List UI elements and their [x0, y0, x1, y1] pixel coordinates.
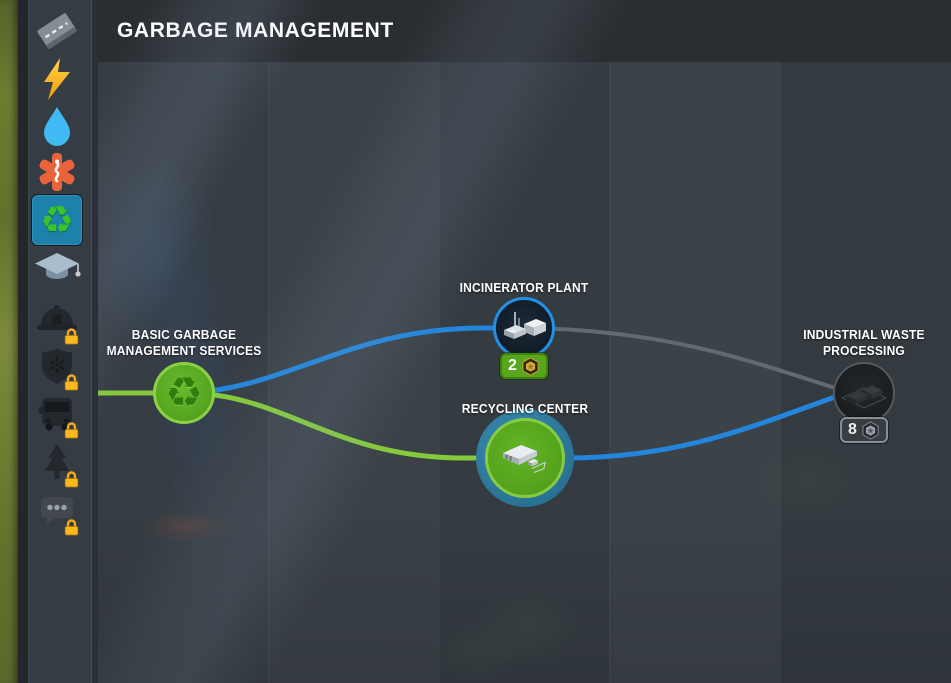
lock-icon: [64, 471, 79, 488]
sidebar-item-education[interactable]: [33, 244, 81, 292]
label-incinerator-plant: INCINERATOR PLANT: [459, 281, 589, 295]
road-icon: [37, 13, 77, 49]
line-recycling-to-industrial: [563, 394, 838, 461]
sidebar-item-garbage[interactable]: ♻: [32, 195, 82, 245]
graduation-cap-icon: [35, 253, 81, 279]
fire-helmet-icon: [37, 305, 77, 330]
label-basic-garbage-services: BASIC GARBAGE MANAGEMENT SERVICES: [106, 328, 262, 358]
chat-bubble-icon: [41, 497, 73, 525]
label-recycling-center: RECYCLING CENTER: [461, 402, 589, 416]
sidebar-item-water[interactable]: [33, 101, 81, 149]
label-industrial-waste-processing: INDUSTRIAL WASTE PROCESSING: [803, 328, 925, 358]
line-incinerator-to-industrial: [524, 326, 837, 390]
lightning-icon: [44, 58, 70, 100]
map-terrain-strip: [0, 0, 18, 683]
water-drop-icon: [44, 107, 70, 146]
page-title: GARBAGE MANAGEMENT: [117, 19, 394, 42]
node-industrial-waste-processing[interactable]: [833, 362, 895, 424]
tree-icon: [45, 444, 69, 479]
node-incinerator-plant[interactable]: [493, 297, 555, 359]
incinerator-building-icon: [504, 312, 546, 339]
lock-icon: [64, 422, 79, 439]
sidebar-item-fire-rescue[interactable]: [33, 296, 81, 345]
sidebar-item-healthcare[interactable]: [33, 148, 81, 196]
sidebar-item-police[interactable]: [33, 342, 81, 391]
lock-icon: [64, 328, 79, 345]
sidebar-left-gutter: [18, 0, 29, 683]
recycle-icon: ♻: [165, 368, 203, 417]
sidebar-item-communications[interactable]: [33, 487, 81, 536]
industrial-building-icon: [840, 385, 888, 409]
sidebar-item-transportation[interactable]: [33, 390, 81, 439]
cost-value: 8: [848, 421, 857, 438]
progression-panel: ♻: [98, 0, 951, 683]
lock-icon: [64, 519, 79, 536]
node-recycling-center[interactable]: [476, 409, 574, 507]
development-point-icon: [522, 356, 539, 376]
medical-star-icon: [39, 153, 75, 191]
recycling-building-icon: [503, 445, 546, 474]
sidebar-item-parks[interactable]: [33, 439, 81, 488]
cost-badge-incinerator: 2: [500, 353, 548, 379]
sidebar-item-electricity[interactable]: [33, 55, 81, 103]
line-basic-to-incinerator: [183, 325, 529, 396]
cost-badge-industrial-waste: 8: [840, 417, 888, 443]
cost-value: 2: [508, 357, 517, 374]
development-point-icon: [862, 420, 879, 440]
recycle-icon: ♻: [39, 198, 75, 242]
progression-tree: ♻: [98, 62, 951, 683]
sidebar-item-roads[interactable]: [33, 7, 81, 55]
recycling-center-inner-circle: [485, 418, 565, 498]
node-basic-garbage-services[interactable]: ♻: [153, 362, 215, 424]
services-sidebar: ♻: [29, 0, 91, 683]
police-shield-icon: [42, 348, 72, 384]
bus-icon: [38, 398, 72, 431]
panel-header: GARBAGE MANAGEMENT: [98, 0, 951, 62]
sidebar-right-gutter: [91, 0, 98, 683]
lock-icon: [64, 374, 79, 391]
